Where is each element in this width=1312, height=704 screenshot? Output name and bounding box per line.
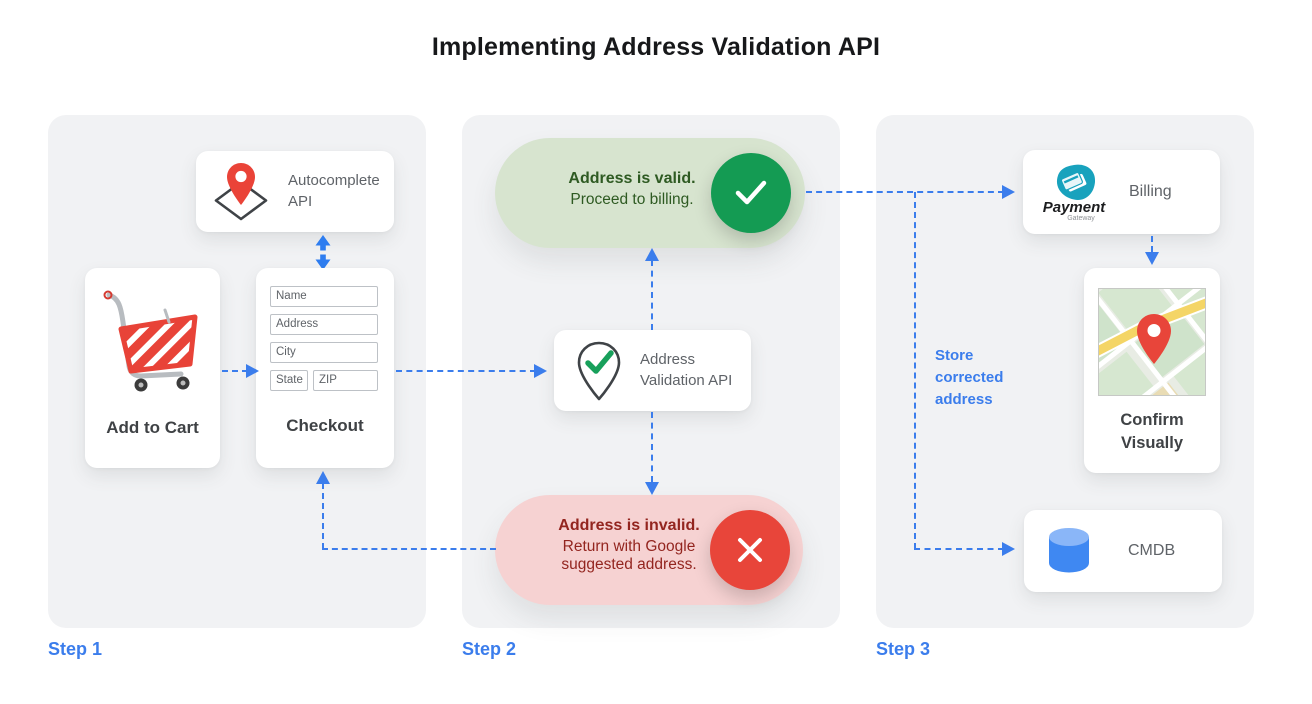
- arrow-branch-to-cmdb-line: [914, 548, 1004, 550]
- store-corrected-address-note: Store corrected address: [935, 347, 1004, 408]
- arrow-invalid-return-head: [316, 471, 330, 484]
- check-icon: [732, 178, 770, 208]
- address-validation-api-label: Address Validation API: [640, 351, 733, 389]
- map-thumbnail: [1098, 288, 1206, 401]
- database-cylinder-icon: [1046, 526, 1092, 576]
- valid-check-badge: [711, 153, 791, 233]
- arrow-checkout-to-validation-line: [396, 370, 536, 372]
- autocomplete-api-label: Autocomplete API: [288, 172, 380, 210]
- name-field: Name: [270, 286, 378, 307]
- arrow-cart-to-checkout-line: [222, 370, 248, 372]
- arrow-invalid-return-hline: [322, 548, 496, 550]
- arrow-billing-to-confirm-line: [1151, 236, 1153, 252]
- step3-label: Step 3: [876, 639, 931, 659]
- shopping-cart-icon: [95, 288, 210, 398]
- payment-logo-word: Payment: [1043, 199, 1107, 216]
- cmdb-label: CMDB: [1128, 542, 1176, 560]
- arrow-branch-down-line: [914, 192, 916, 549]
- arrow-validation-to-valid-head: [645, 248, 659, 261]
- bidirectional-arrow-icon: [315, 235, 331, 275]
- gateway-logo-word: Gateway: [1067, 215, 1095, 222]
- checkout-card: Name Address City State ZIP Checkout: [256, 268, 394, 468]
- valid-result-pill: Address is valid. Proceed to billing.: [495, 138, 805, 248]
- confirm-visually-label: Confirm Visually: [1120, 410, 1184, 452]
- billing-label: Billing: [1129, 183, 1172, 201]
- autocomplete-api-card: Autocomplete API: [196, 151, 394, 232]
- address-field: Address: [270, 314, 378, 335]
- invalid-x-badge: [710, 510, 790, 590]
- add-to-cart-label: Add to Cart: [106, 418, 199, 437]
- arrow-cart-to-checkout-head: [246, 364, 259, 378]
- validation-pin-check-icon: [576, 341, 622, 401]
- valid-result-text: Address is valid. Proceed to billing.: [537, 170, 727, 209]
- arrow-valid-to-billing-head: [1002, 185, 1015, 199]
- arrow-checkout-to-validation-head: [534, 364, 547, 378]
- arrow-validation-to-invalid-head: [645, 482, 659, 495]
- cmdb-card: CMDB: [1024, 510, 1222, 592]
- billing-card: Payment Gateway Billing: [1023, 150, 1220, 234]
- arrow-billing-to-confirm-head: [1145, 252, 1159, 265]
- step1-label: Step 1: [48, 639, 103, 659]
- invalid-result-subtitle: Return with Google suggested address.: [561, 538, 697, 573]
- zip-field: ZIP: [313, 370, 378, 391]
- payment-gateway-logo: Payment Gateway: [1041, 162, 1107, 222]
- arrow-invalid-return-vline: [322, 483, 324, 549]
- valid-result-subtitle: Proceed to billing.: [570, 191, 694, 208]
- page-title: Implementing Address Validation API: [431, 33, 881, 61]
- arrow-valid-to-billing-line: [806, 191, 1004, 193]
- invalid-result-pill: Address is invalid. Return with Google s…: [495, 495, 803, 605]
- arrow-branch-to-cmdb-head: [1002, 542, 1015, 556]
- add-to-cart-card: Add to Cart: [85, 268, 220, 468]
- city-field: City: [270, 342, 378, 363]
- valid-result-title: Address is valid.: [568, 170, 696, 187]
- invalid-result-title: Address is invalid.: [558, 517, 700, 534]
- arrow-validation-to-invalid-line: [651, 412, 653, 482]
- confirm-visually-card: Confirm Visually: [1084, 268, 1220, 473]
- autocomplete-pin-map-icon: [212, 161, 270, 223]
- step2-label: Step 2: [462, 639, 517, 659]
- state-field: State: [270, 370, 308, 391]
- arrow-validation-to-valid-line: [651, 260, 653, 330]
- invalid-result-text: Address is invalid. Return with Google s…: [531, 517, 727, 574]
- x-icon: [736, 536, 764, 564]
- address-validation-api-card: Address Validation API: [554, 330, 751, 411]
- checkout-label: Checkout: [286, 416, 364, 435]
